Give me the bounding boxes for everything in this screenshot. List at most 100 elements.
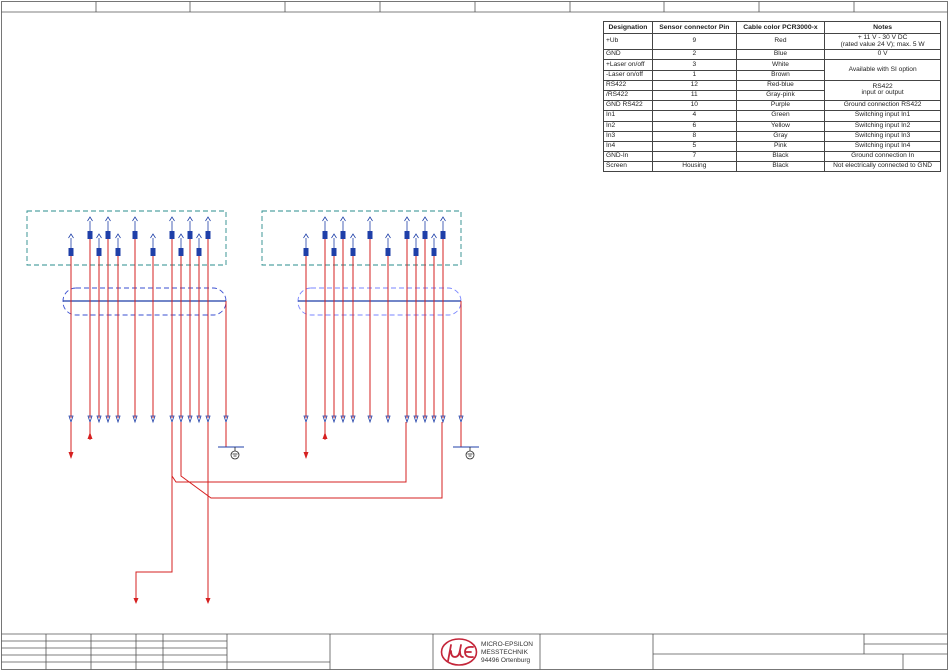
terminal-marker (132, 415, 138, 424)
cell-note: Ground connection RS422 (824, 100, 941, 112)
connector-pin (150, 248, 156, 256)
terminal-marker (458, 415, 464, 424)
connector-pin (96, 248, 102, 256)
company-name: MICRO-EPSILON (481, 641, 534, 648)
note-line: Not electrically connected to GND (833, 162, 933, 170)
pin-chevron (440, 216, 446, 222)
cell-designation: In2 (603, 120, 653, 132)
cell-pin: 8 (651, 130, 737, 142)
cell-pin: Housing (651, 161, 737, 173)
cell-designation: -Laser on/off (603, 69, 653, 81)
cell-note: + 11 V - 30 V DC(rated value 24 V); max.… (824, 33, 941, 51)
cross-wire (135, 476, 173, 602)
pin-chevron (431, 233, 437, 239)
terminal-marker (367, 415, 373, 424)
cell-color: Yellow (735, 120, 826, 132)
pin-chevron (150, 233, 156, 239)
arrow-up-icon (322, 432, 328, 439)
cell-pin: 4 (651, 110, 737, 122)
arrow-down-icon (133, 598, 139, 604)
sensor-connector-b (261, 210, 479, 460)
cell-designation: In1 (603, 110, 653, 122)
note-line: Ground connection In (851, 152, 915, 160)
pin-chevron (350, 233, 356, 239)
terminal-marker (223, 415, 229, 424)
cell-color: Blue (735, 49, 826, 61)
connector-pin (187, 231, 193, 239)
sensor-connector-a (26, 210, 244, 460)
pin-chevron (303, 233, 309, 239)
pin-chevron (340, 216, 346, 222)
terminal-marker (385, 415, 391, 424)
cell-pin: 9 (651, 33, 737, 51)
note-line: Switching input In2 (854, 121, 911, 129)
connector-pin (340, 231, 346, 239)
cell-color: Red-blue (735, 79, 826, 91)
connector-pin (440, 231, 446, 239)
terminal-marker (413, 415, 419, 424)
terminal-marker (87, 415, 93, 424)
terminal-marker (340, 415, 346, 424)
cross-wire (180, 422, 443, 499)
terminal-marker (440, 415, 446, 424)
table-header-row: Designation Sensor connector Pin Cable c… (603, 20, 941, 35)
terminal-marker (115, 415, 121, 424)
header-designation: Designation (603, 20, 653, 35)
ground-icon (230, 450, 240, 460)
terminal-marker (169, 415, 175, 424)
pin-chevron (404, 216, 410, 222)
cell-note: Not electrically connected to GND (824, 161, 941, 173)
connector-pin (196, 248, 202, 256)
cell-note: Ground connection In (824, 151, 941, 163)
terminal-marker (431, 415, 437, 424)
cell-note: Switching input In4 (824, 140, 941, 153)
pin-chevron (115, 233, 121, 239)
connector-pin (68, 248, 74, 256)
connector-pin (87, 231, 93, 239)
cell-designation: RS422 (603, 79, 653, 91)
cell-designation: Screen (603, 161, 653, 173)
cell-color: Gray-pink (735, 89, 826, 102)
cell-pin: 10 (651, 100, 737, 112)
pin-chevron (196, 233, 202, 239)
note-line: Available with SI option (848, 65, 917, 73)
connector-pin (178, 248, 184, 256)
terminal-marker (322, 415, 328, 424)
terminal-marker (96, 415, 102, 424)
cell-designation: In4 (603, 140, 653, 153)
connector-pin (431, 248, 437, 256)
terminal-marker (404, 415, 410, 424)
connector-pin (385, 248, 391, 256)
pin-chevron (169, 216, 175, 222)
connector-pin (303, 248, 309, 256)
company-logo: MICRO-EPSILON MESSTECHNIK 94496 Ortenbur… (437, 637, 537, 669)
cell-note: 0 V (824, 49, 941, 61)
connector-pin (115, 248, 121, 256)
cell-color: Black (735, 151, 826, 163)
note-line: + 11 V - 30 V DC (857, 33, 908, 41)
cell-color: White (735, 59, 826, 71)
cell-pin: 12 (651, 79, 737, 91)
cell-pin: 6 (651, 120, 737, 132)
terminal-marker (105, 415, 111, 424)
header-sensor-pin: Sensor connector Pin (651, 20, 737, 35)
pin-chevron (105, 216, 111, 222)
connector-pin (331, 248, 337, 256)
pin-chevron (205, 216, 211, 222)
connector-pin (350, 248, 356, 256)
company-address: MICRO-EPSILON MESSTECHNIK 94496 Ortenbur… (481, 641, 533, 665)
cell-color: Black (735, 161, 826, 173)
note-line: RS422 (872, 82, 893, 90)
pin-chevron (331, 233, 337, 239)
pin-chevron (178, 233, 184, 239)
header-cable-color: Cable color PCR3000-x (735, 20, 826, 35)
